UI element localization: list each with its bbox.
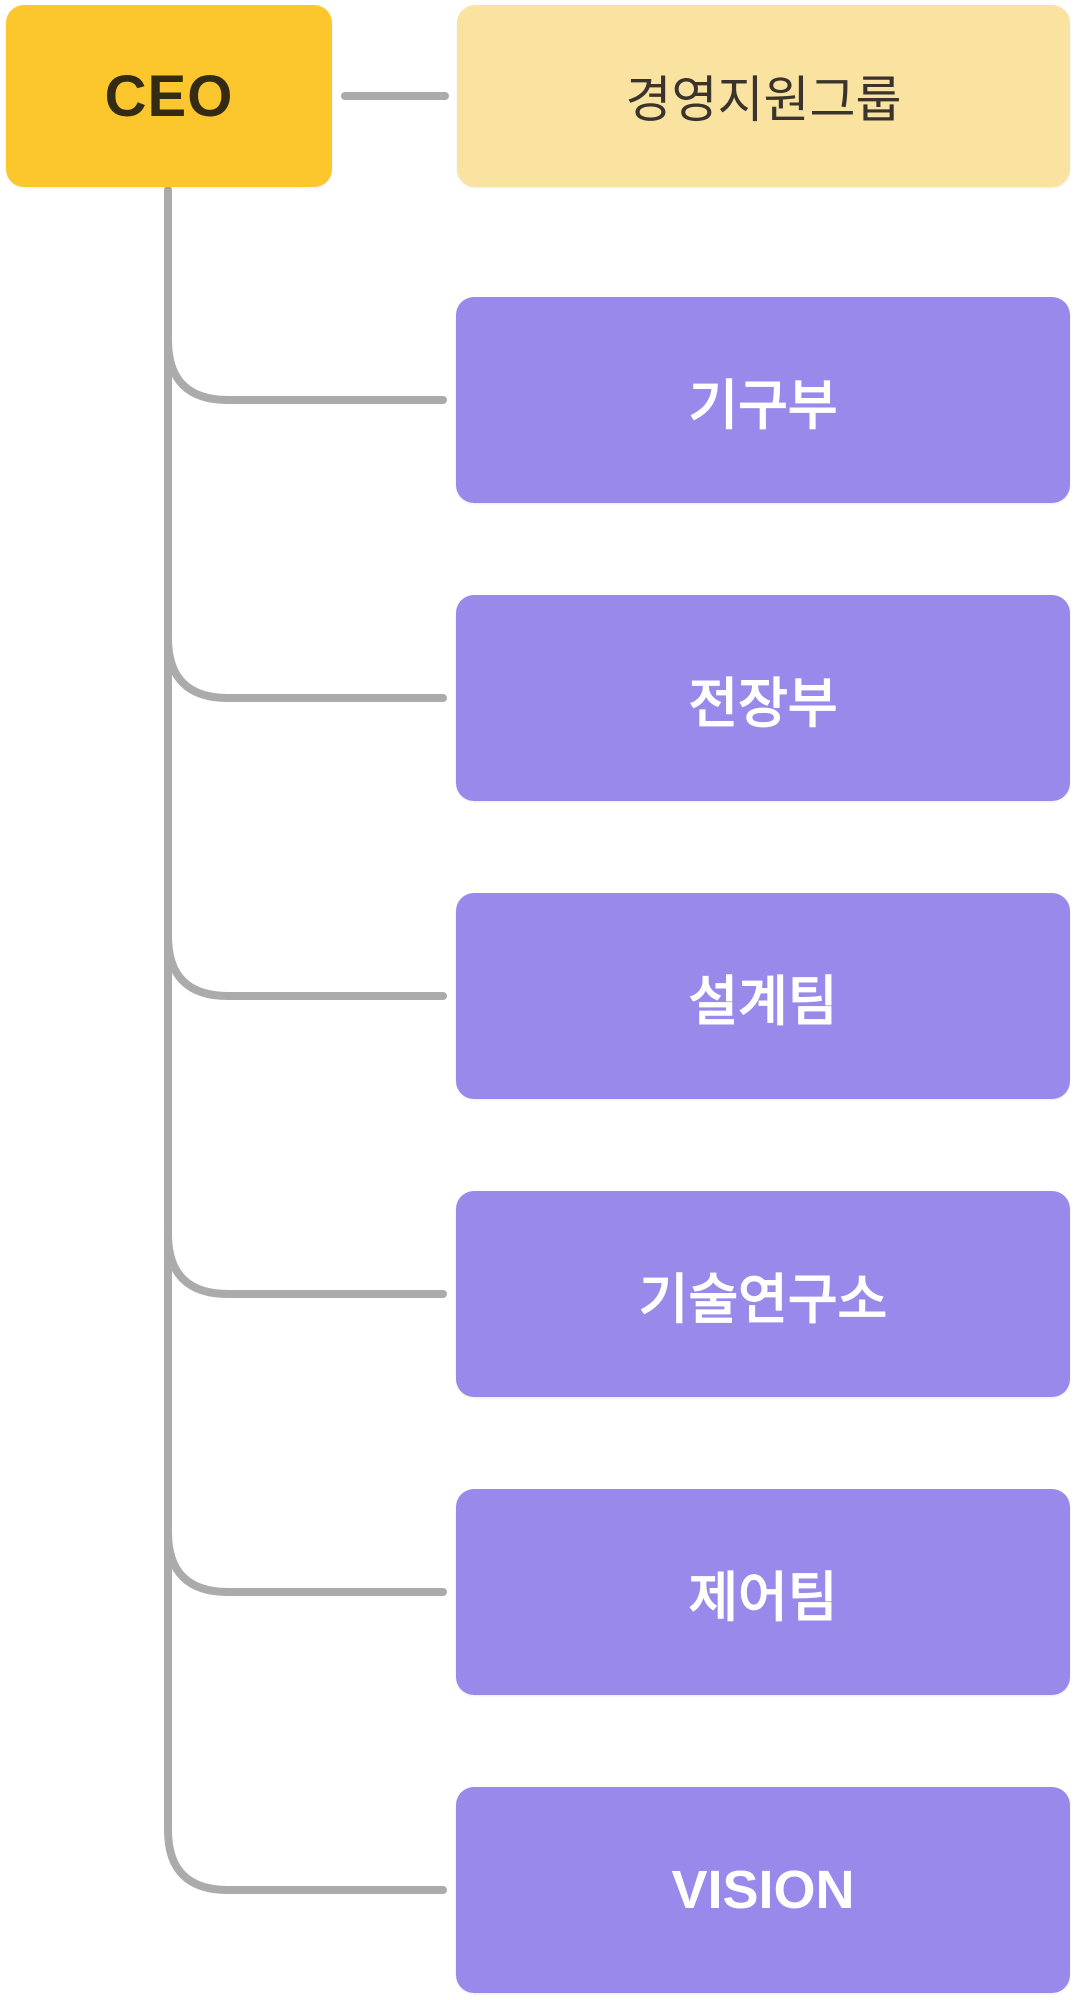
node-ceo-label: CEO <box>104 63 234 129</box>
node-support-label: 경영지원그룹 <box>625 72 902 128</box>
node-management-support-group[interactable]: 경영지원그룹 <box>457 5 1070 187</box>
connector-branch-1 <box>164 336 447 404</box>
node-ceo[interactable]: CEO <box>6 5 332 187</box>
node-dept-tech-research[interactable]: 기술연구소 <box>456 1191 1070 1397</box>
dept-label: 전장부 <box>688 673 838 734</box>
node-dept-control-team[interactable]: 제어팀 <box>456 1489 1070 1695</box>
dept-label: 설계팀 <box>688 971 838 1032</box>
dept-label: 기술연구소 <box>638 1269 888 1330</box>
node-dept-electrical[interactable]: 전장부 <box>456 595 1070 801</box>
connector-branch-5 <box>164 1528 447 1596</box>
connector-branch-4 <box>164 1230 447 1298</box>
node-dept-vision[interactable]: VISION <box>456 1787 1070 1993</box>
dept-label: VISION <box>671 1860 855 1920</box>
connector-branch-3 <box>164 932 447 1000</box>
dept-label: 제어팀 <box>688 1567 838 1628</box>
connector-branch-2 <box>164 634 447 702</box>
connector-trunk <box>164 186 447 1894</box>
dept-label: 기구부 <box>688 375 838 436</box>
node-dept-design-team[interactable]: 설계팀 <box>456 893 1070 1099</box>
node-dept-mechanism[interactable]: 기구부 <box>456 297 1070 503</box>
